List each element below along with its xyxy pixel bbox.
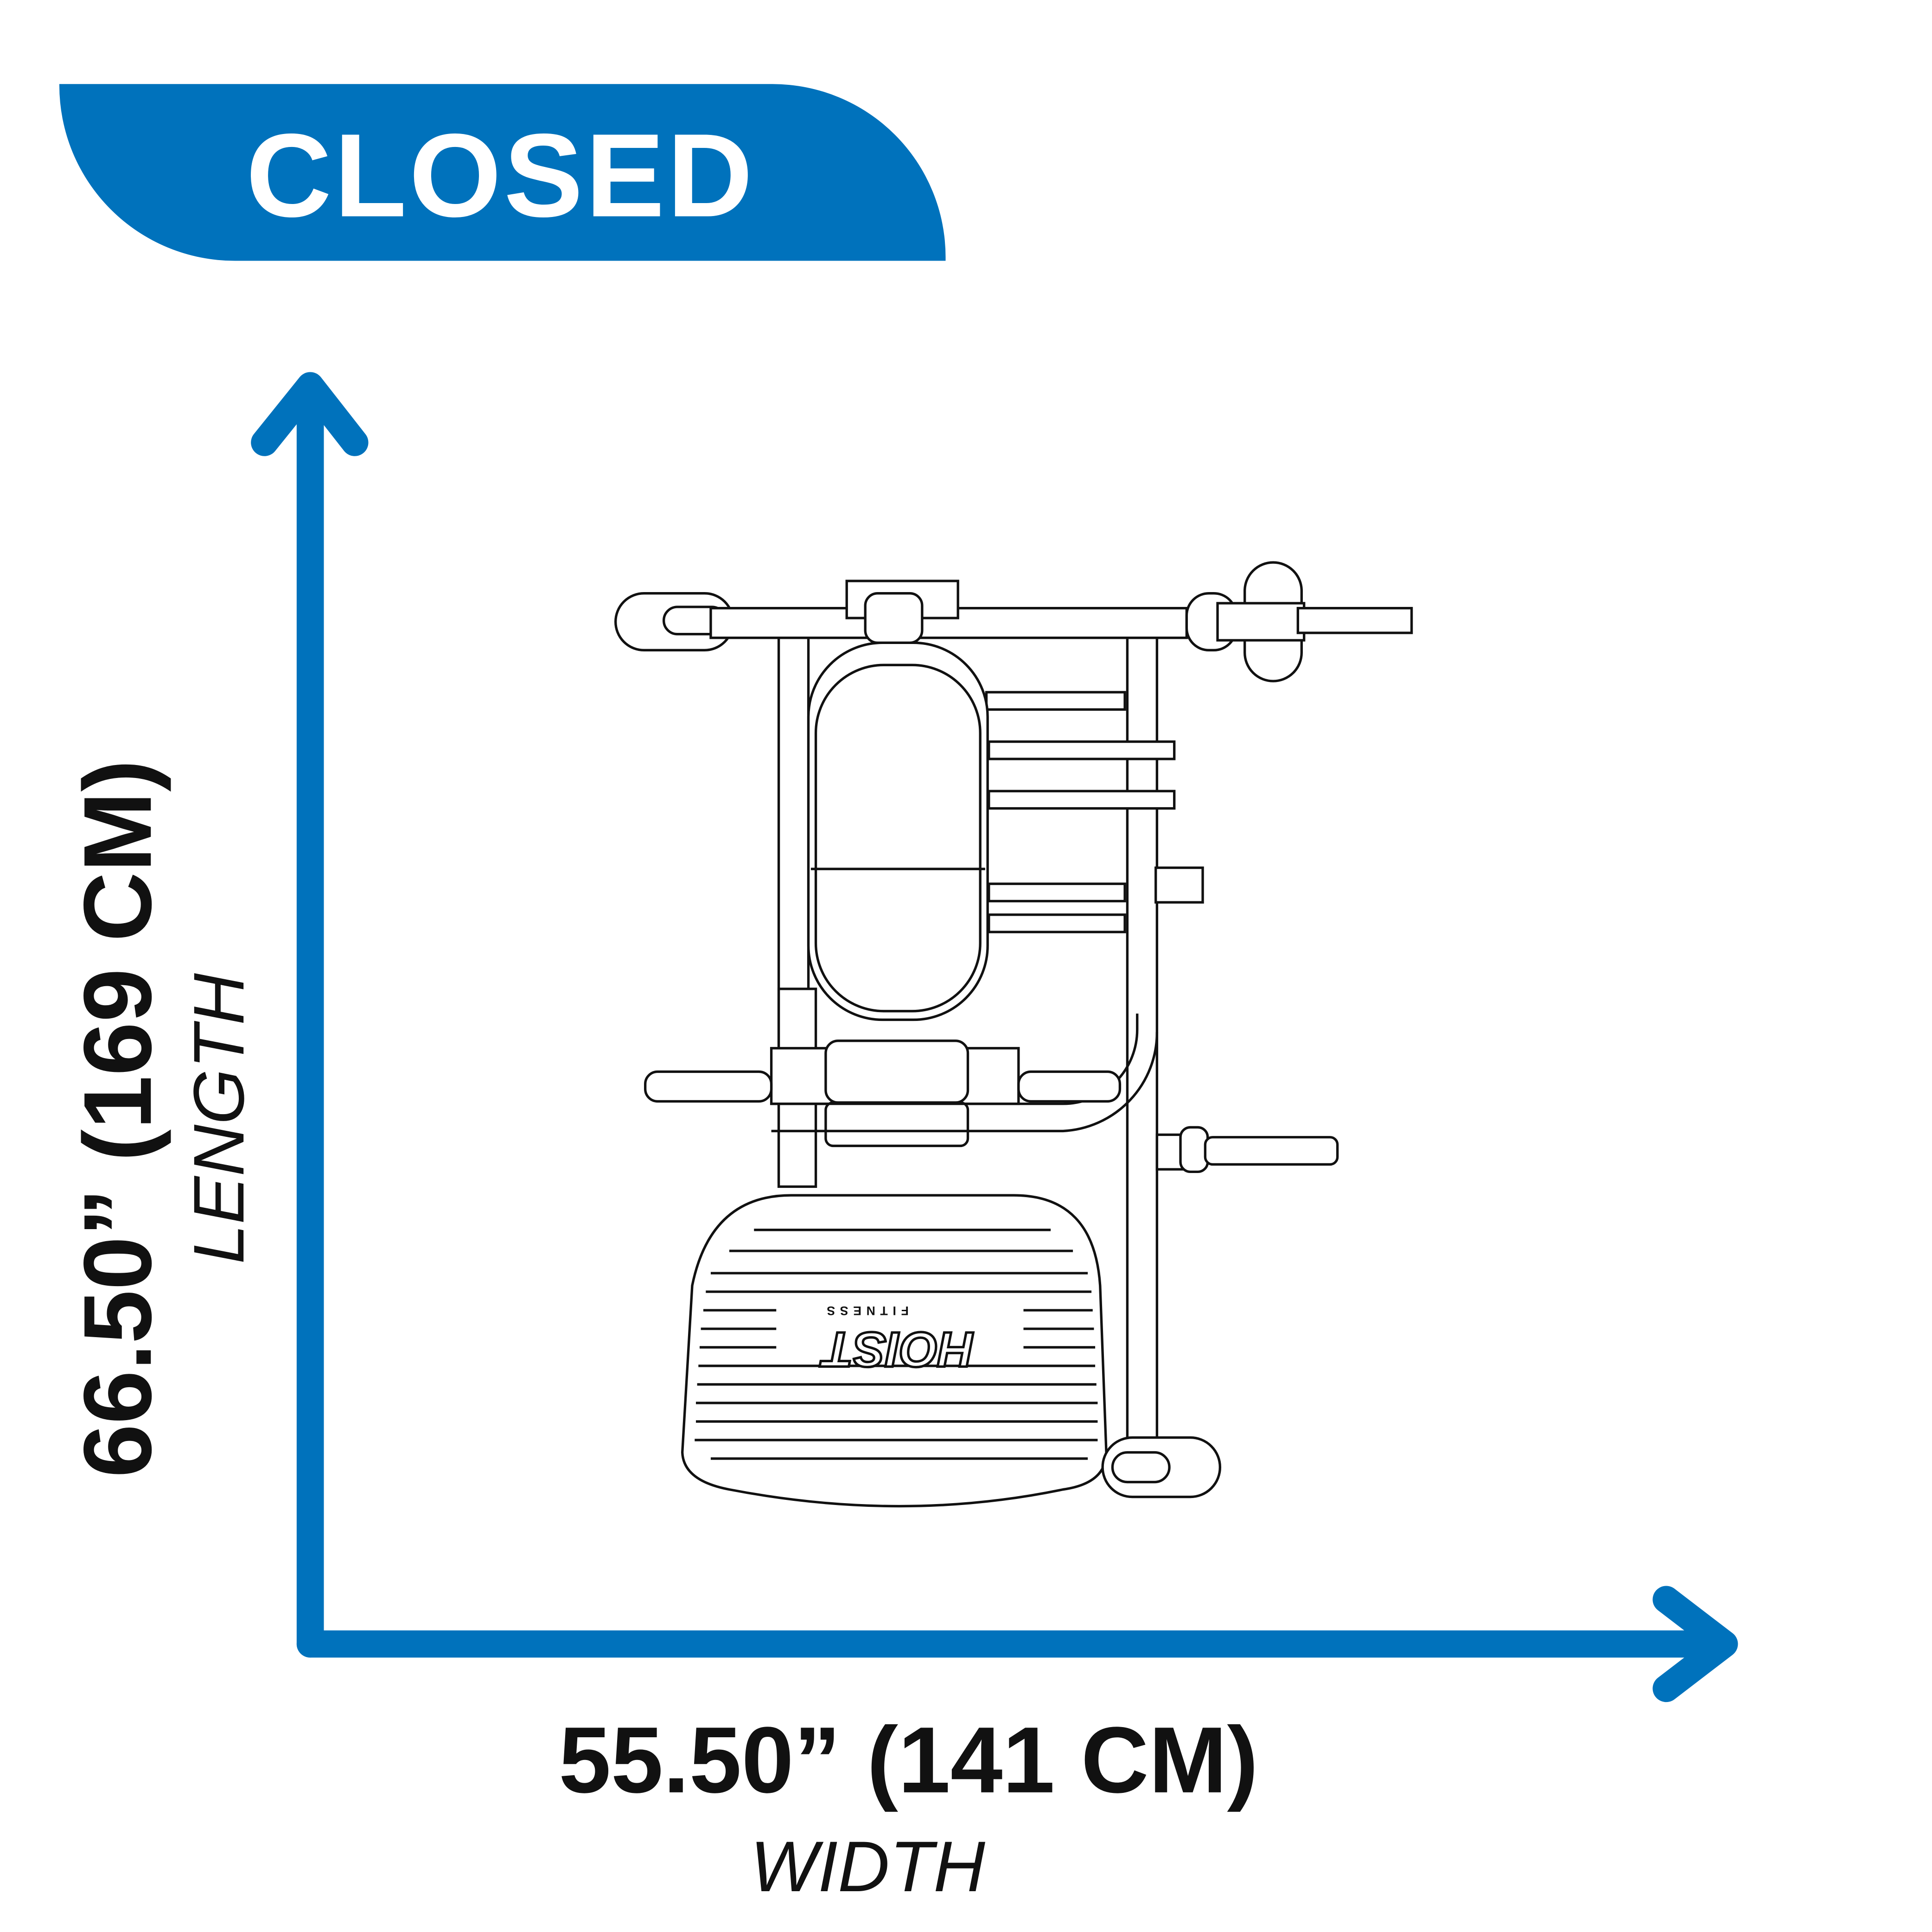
logo-sub: FITNESS [822,1304,909,1318]
bench-machine-drawing: HOIST FITNESS [614,561,1413,1508]
closed-banner: CLOSED [59,84,946,261]
length-arrow [251,372,369,1658]
hoist-logo: HOIST FITNESS [776,1304,1024,1379]
width-label: WIDTH [750,1826,985,1906]
width-arrow [296,1586,1738,1702]
banner-title: CLOSED [246,109,755,242]
length-label: LENGTH [179,973,259,1264]
logo-brand: HOIST [819,1322,974,1377]
length-value: 66.50” (169 CM) [64,759,172,1478]
width-value: 55.50” (141 CM) [559,1708,1258,1812]
